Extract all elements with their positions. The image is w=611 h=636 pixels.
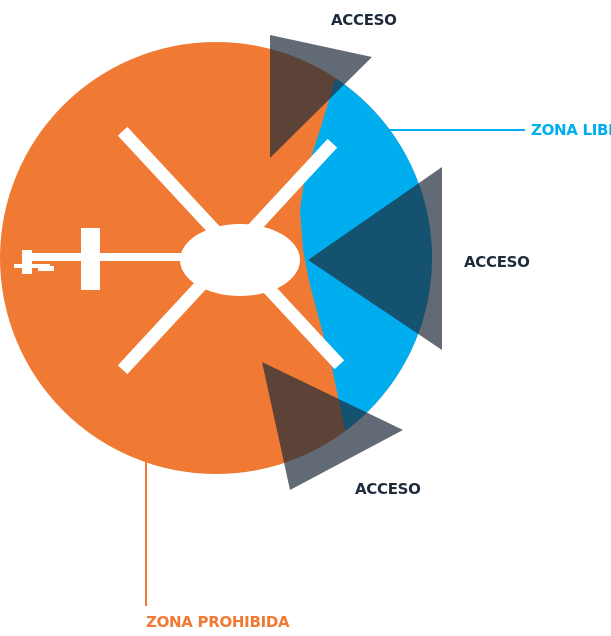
acceso-triangle-bottom [262, 362, 403, 490]
label-zona-prohibida: ZONA PROHIBIDA [146, 613, 290, 631]
acceso-triangle-right [308, 167, 442, 350]
acceso-triangle-top [270, 35, 372, 158]
label-acceso-bottom: ACCESO [355, 480, 421, 498]
label-acceso-top: ACCESO [331, 11, 397, 29]
label-acceso-right: ACCESO [464, 253, 530, 271]
label-zona-libre: ZONA LIBRE [531, 121, 611, 139]
helicopter-icon [14, 126, 345, 375]
